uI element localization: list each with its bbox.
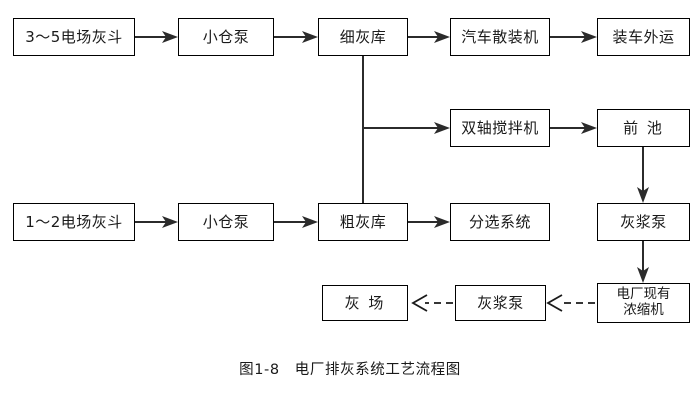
node-sorting-system[interactable]: 分选系统 (450, 203, 550, 241)
edge-esp35-to-pump (135, 31, 178, 43)
edge-slurry-pump-bottom-to-ash-yard (411, 294, 453, 312)
node-small-pump-top[interactable]: 小仓泵 (178, 18, 274, 56)
edge-pump-to-coarse-silo (274, 216, 318, 228)
node-slurry-pump-mid[interactable]: 灰浆泵 (597, 203, 690, 241)
edge-slurry-pump-to-thickener (637, 241, 649, 283)
figure-caption: 图1-8 电厂排灰系统工艺流程图 (239, 362, 461, 378)
edge-fine-silo-to-loader (408, 31, 450, 43)
node-coarse-ash-silo[interactable]: 粗灰库 (318, 203, 408, 241)
edge-coarse-silo-to-sorting (408, 216, 450, 228)
node-ash-yard[interactable]: 灰 场 (322, 285, 408, 321)
node-truck-bulk-loader[interactable]: 汽车散装机 (450, 18, 550, 56)
edge-loader-to-truck-out (550, 31, 597, 43)
edge-thickener-to-slurry-pump-bottom (546, 294, 595, 312)
node-front-pool[interactable]: 前 池 (597, 109, 690, 147)
node-twin-shaft-mixer[interactable]: 双轴搅拌机 (450, 109, 550, 147)
node-truck-out[interactable]: 装车外运 (597, 18, 690, 56)
node-esp-hopper-35[interactable]: 3～5电场灰斗 (13, 18, 135, 56)
node-small-pump-bottom[interactable]: 小仓泵 (178, 203, 274, 241)
edge-esp12-to-pump (135, 216, 178, 228)
node-slurry-pump-bottom[interactable]: 灰浆泵 (455, 285, 546, 321)
edge-front-pool-to-slurry-pump (637, 147, 649, 203)
edge-pump-to-fine-silo (274, 31, 318, 43)
node-esp-hopper-12[interactable]: 1～2电场灰斗 (13, 203, 135, 241)
edge-trunk-to-mixer (363, 122, 450, 134)
edge-mixer-to-front-pool (550, 122, 597, 134)
node-fine-ash-silo[interactable]: 细灰库 (318, 18, 408, 56)
node-existing-thickener[interactable]: 电厂现有 浓缩机 (597, 283, 690, 323)
